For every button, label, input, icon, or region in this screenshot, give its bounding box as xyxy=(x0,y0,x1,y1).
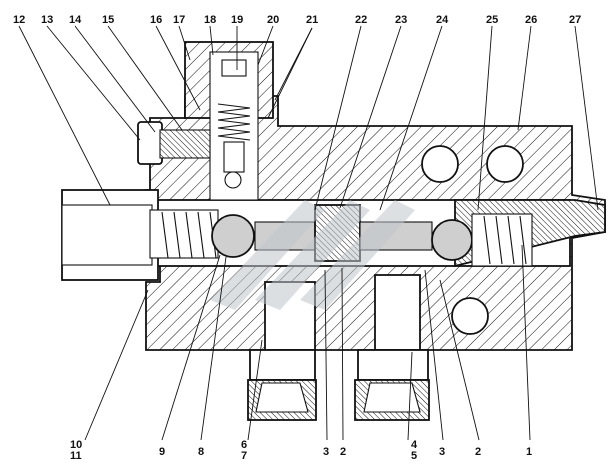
callout-2-right: 2 xyxy=(475,446,481,458)
callout-27: 27 xyxy=(569,14,581,26)
right-spring-chamber xyxy=(471,213,533,267)
callout-25: 25 xyxy=(486,14,498,26)
body-ports xyxy=(421,145,524,335)
callout-5: 5 xyxy=(411,450,417,462)
right-check-ball xyxy=(431,219,473,261)
bottom-fitting-right xyxy=(354,274,430,421)
callout-19: 19 xyxy=(231,14,243,26)
callout-11: 11 xyxy=(70,450,82,462)
callout-9: 9 xyxy=(159,446,165,458)
callout-16: 16 xyxy=(150,14,162,26)
top-callouts: 12 13 14 15 16 17 18 19 20 21 22 23 24 2… xyxy=(13,14,581,26)
left-spring-chamber xyxy=(149,209,219,259)
callout-3-right: 3 xyxy=(439,446,445,458)
pilot-valve-assembly xyxy=(184,41,274,201)
callout-6: 6 xyxy=(241,439,247,451)
callout-7: 7 xyxy=(241,450,247,462)
callout-14: 14 xyxy=(69,14,82,26)
callout-1: 1 xyxy=(526,446,532,458)
callout-20: 20 xyxy=(267,14,279,26)
callout-24: 24 xyxy=(436,14,449,26)
leader-lines xyxy=(18,25,599,441)
callout-4: 4 xyxy=(411,439,418,451)
callout-17: 17 xyxy=(173,14,185,26)
left-fitting xyxy=(137,121,211,165)
pilot-spring xyxy=(217,103,251,141)
bottom-callouts: 10 11 9 8 6 7 3 2 4 5 3 2 1 xyxy=(70,439,532,462)
callout-3-left: 3 xyxy=(323,446,329,458)
callout-2-left: 2 xyxy=(340,446,346,458)
left-housing xyxy=(61,189,159,281)
callout-18: 18 xyxy=(204,14,216,26)
callout-15: 15 xyxy=(102,14,114,26)
watermark-logo xyxy=(210,200,415,310)
callout-21: 21 xyxy=(306,14,318,26)
left-check-ball xyxy=(211,214,255,258)
callout-12: 12 xyxy=(13,14,25,26)
callout-10: 10 xyxy=(70,439,82,451)
callout-26: 26 xyxy=(525,14,537,26)
callout-22: 22 xyxy=(355,14,367,26)
callout-8: 8 xyxy=(198,446,204,458)
callout-23: 23 xyxy=(395,14,407,26)
callout-13: 13 xyxy=(41,14,53,26)
